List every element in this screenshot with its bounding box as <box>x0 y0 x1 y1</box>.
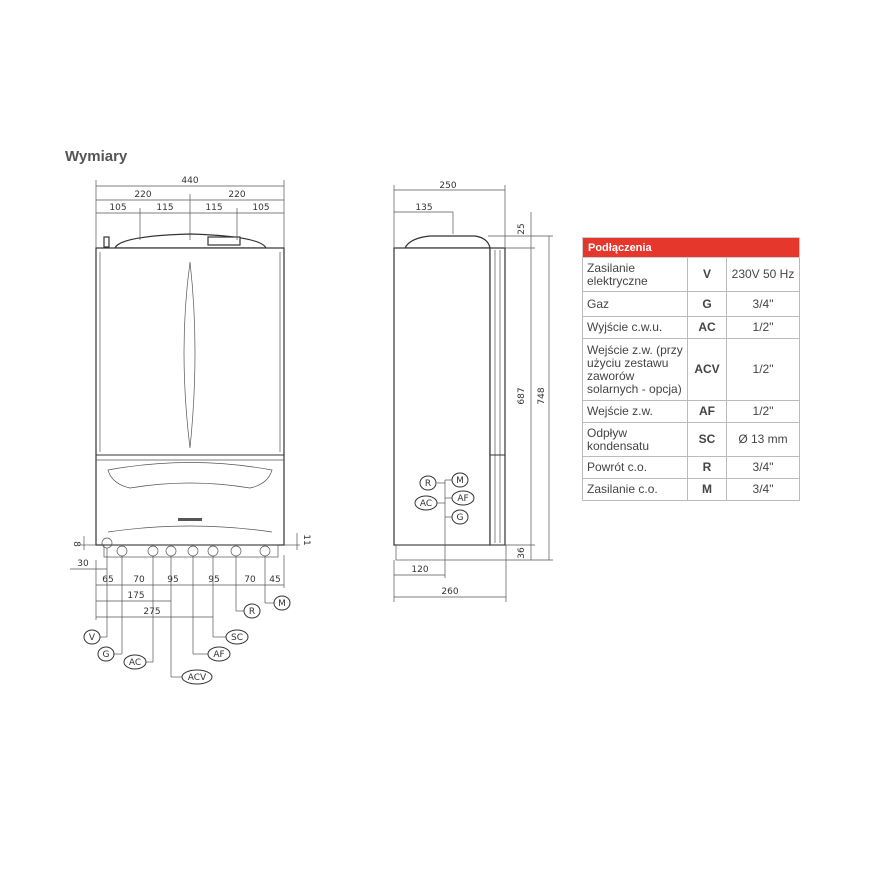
front-connection-labels: V G AC ACV AF SC R M <box>83 595 291 685</box>
row-value: 3/4" <box>726 291 800 317</box>
dim-70-a: 70 <box>133 575 145 585</box>
row-value: 1/2" <box>726 338 800 401</box>
dim-687: 687 <box>517 387 527 404</box>
row-value: 3/4" <box>726 478 800 501</box>
side-boiler-body <box>393 247 491 546</box>
front-boiler-body <box>95 247 285 546</box>
dim-11: 11 <box>301 534 311 545</box>
dim-275: 275 <box>143 607 160 617</box>
dim-105-right: 105 <box>252 203 269 213</box>
dim-95-b: 95 <box>208 575 219 585</box>
row-code: AF <box>687 400 727 423</box>
front-top-cover <box>114 233 267 249</box>
side-label-M: M <box>456 476 464 486</box>
side-back-frame <box>489 247 506 546</box>
row-code: G <box>687 291 727 317</box>
row-value: 3/4" <box>726 456 800 479</box>
row-value: 230V 50 Hz <box>726 257 800 292</box>
dim-36: 36 <box>517 547 527 559</box>
row-name: Odpływ kondensatu <box>582 422 688 457</box>
side-flue <box>404 235 491 249</box>
row-value: Ø 13 mm <box>726 422 800 457</box>
dim-65: 65 <box>102 575 113 585</box>
dim-748: 748 <box>537 387 547 404</box>
dim-220-right: 220 <box>228 190 245 200</box>
section-title: Wymiary <box>65 148 128 165</box>
row-code: AC <box>687 316 727 339</box>
side-label-AF: AF <box>457 494 468 504</box>
front-view: 440 220 220 105 115 115 105 8 11 30 65 7… <box>70 176 311 685</box>
row-code: ACV <box>687 338 727 401</box>
dim-115-left: 115 <box>156 203 173 213</box>
dim-135: 135 <box>415 203 432 213</box>
dim-45: 45 <box>269 575 280 585</box>
dim-220-left: 220 <box>134 190 151 200</box>
dim-115-right: 115 <box>205 203 222 213</box>
row-code: M <box>687 478 727 501</box>
side-connection-labels: R M AC AF G <box>414 472 475 525</box>
row-name: Wejście z.w. <box>582 400 688 423</box>
table-row: Wejście z.w. (przy użyciu zestawu zaworó… <box>582 338 800 401</box>
dim-175: 175 <box>127 591 144 601</box>
dim-8: 8 <box>71 541 81 547</box>
row-name: Wyjście c.w.u. <box>582 316 688 339</box>
front-top-fitting <box>207 236 241 246</box>
label-AC: AC <box>129 658 141 668</box>
table-header: Podłączenia <box>582 237 800 258</box>
row-value: 1/2" <box>726 400 800 423</box>
label-SC: SC <box>231 633 243 643</box>
dim-70-b: 70 <box>244 575 256 585</box>
row-code: R <box>687 456 727 479</box>
brand-logo <box>178 518 202 521</box>
row-value: 1/2" <box>726 316 800 339</box>
row-code: SC <box>687 422 727 457</box>
row-name: Zasilanie elektryczne <box>582 257 688 292</box>
row-name: Wejście z.w. (przy użyciu zestawu zaworó… <box>582 338 688 401</box>
side-view: 250 135 25 687 748 36 120 260 R M AC AF … <box>393 181 553 602</box>
dim-25: 25 <box>517 223 527 234</box>
row-name: Powrót c.o. <box>582 456 688 479</box>
dim-260: 260 <box>441 587 458 597</box>
row-name: Gaz <box>582 291 688 317</box>
side-label-G: G <box>457 513 464 523</box>
label-ACV: ACV <box>188 673 207 683</box>
row-name: Zasilanie c.o. <box>582 478 688 501</box>
side-label-R: R <box>425 479 431 489</box>
side-label-AC: AC <box>420 499 432 509</box>
dim-250: 250 <box>439 181 456 191</box>
dim-120: 120 <box>411 565 428 575</box>
dim-95-a: 95 <box>167 575 178 585</box>
row-code: V <box>687 257 727 292</box>
label-AF: AF <box>213 650 224 660</box>
dim-105-left: 105 <box>109 203 126 213</box>
label-R: R <box>249 607 255 617</box>
label-V: V <box>89 633 96 643</box>
label-G: G <box>103 650 110 660</box>
dim-440: 440 <box>181 176 198 186</box>
label-M: M <box>278 599 286 609</box>
dim-30: 30 <box>77 559 89 569</box>
